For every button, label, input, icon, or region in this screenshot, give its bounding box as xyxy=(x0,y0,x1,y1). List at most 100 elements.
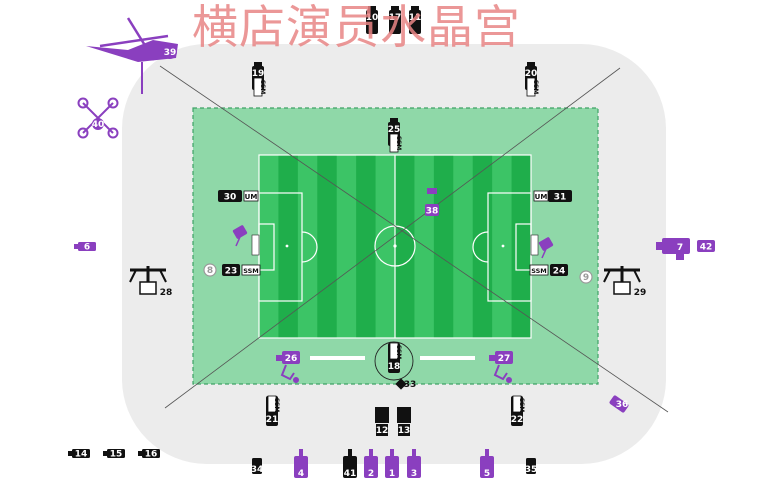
pitch-stripe xyxy=(395,155,415,338)
camera-number-label: 11 xyxy=(409,13,422,23)
camera-number-label: 14 xyxy=(75,450,88,460)
ad-board-right xyxy=(420,356,475,360)
pitch-stripe xyxy=(317,155,338,338)
drone-icon: 40 xyxy=(77,97,119,139)
camera-number-label: 3 xyxy=(411,469,417,479)
camera-icon: 36 xyxy=(609,395,629,413)
camera-icon: 6 xyxy=(74,242,96,253)
camera-number-label: 38 xyxy=(426,207,439,217)
ssm-tag: SSM xyxy=(532,80,539,94)
camera-icon: 31 UM xyxy=(533,190,572,203)
handheld-camera-icon: 2 xyxy=(364,449,378,479)
um-tag: UM xyxy=(245,193,258,201)
pitchside-camera-icon xyxy=(232,225,248,247)
pitch-stripe xyxy=(453,155,474,338)
camera-number-label: 39 xyxy=(164,48,177,58)
camera-number-label: 31 xyxy=(554,193,567,203)
ssm-tag: SSM xyxy=(518,398,525,412)
camera-icon: 30 UM xyxy=(218,190,259,203)
camera-number-label: 7 xyxy=(677,243,683,253)
pitch-stripe xyxy=(511,155,532,338)
handheld-camera-icon: 4 xyxy=(294,449,308,479)
camera-icon: 10 xyxy=(366,6,379,34)
camera-number-label: 15 xyxy=(110,450,123,460)
camera-icon: 11 xyxy=(409,6,422,34)
camera-icon: 8 xyxy=(203,263,217,277)
camera-number-label: 42 xyxy=(700,243,713,253)
ssm-tag: SSM xyxy=(531,267,547,275)
camera-number-label: 40 xyxy=(92,120,105,130)
camera-number-label: 29 xyxy=(634,288,647,298)
pitch-stripe xyxy=(433,155,454,338)
camera-number-label: 28 xyxy=(160,288,173,298)
camera-number-label: 23 xyxy=(225,267,238,277)
camera-icon: 7 xyxy=(656,238,690,260)
camera-icon: 34 xyxy=(251,458,264,475)
camera-number-label: 41 xyxy=(344,469,357,479)
pitch-stripe xyxy=(356,155,377,338)
crane-icon: 29 xyxy=(603,266,647,298)
camera-icon: 9 xyxy=(579,270,593,284)
camera-icon: 15 xyxy=(103,449,125,460)
ad-board-left xyxy=(310,356,365,360)
camera-number-label: 26 xyxy=(285,354,298,364)
camera-number-label: 19 xyxy=(252,69,265,79)
camera-number-label: 27 xyxy=(498,354,511,364)
camera-number-label: 13 xyxy=(398,426,411,436)
ssm-tag: SSM xyxy=(243,267,259,275)
camera-number-label: 34 xyxy=(251,465,264,475)
pitch-stripe xyxy=(259,155,279,338)
tunnel-circle xyxy=(374,341,414,381)
um-tag: UM xyxy=(535,193,548,201)
camera-icon: 33 xyxy=(395,378,416,390)
handheld-camera-icon: 3 xyxy=(407,449,421,479)
handheld-camera-icon: 41 xyxy=(343,449,357,479)
camera-number-label: 2 xyxy=(368,469,374,479)
camera-icon: SSM 22 xyxy=(511,395,525,426)
camera-number-label: 24 xyxy=(553,267,566,277)
camera-number-label: 20 xyxy=(525,69,538,79)
handheld-camera-icon: 5 xyxy=(480,449,494,479)
camera-icon: 17 xyxy=(389,6,401,34)
handheld-camera-icon: 1 xyxy=(385,449,399,479)
pitch-stripe xyxy=(297,155,318,338)
camera-icon: 14 xyxy=(68,449,90,460)
camera-number-label: 30 xyxy=(224,193,237,203)
camera-number-label: 25 xyxy=(388,125,401,135)
steadicam-icon: 27 xyxy=(489,351,513,383)
camera-number-label: 36 xyxy=(616,400,629,410)
camera-number-label: 8 xyxy=(207,266,213,276)
camera-number-label: 33 xyxy=(404,380,417,390)
ssm-tag: SSM xyxy=(273,398,280,412)
helicopter-icon: 39 xyxy=(86,17,178,94)
pitch-stripe xyxy=(472,155,493,338)
ssm-tag: SSM xyxy=(395,345,402,359)
camera-number-label: 10 xyxy=(366,13,379,23)
crane-icon: 28 xyxy=(129,266,173,298)
camera-number-label: 12 xyxy=(376,426,389,436)
pitch xyxy=(251,154,539,339)
camera-icon: 16 xyxy=(138,449,160,460)
camera-icon: 13 xyxy=(397,407,411,436)
camera-number-label: 9 xyxy=(583,273,589,283)
pitchside-camera-icon xyxy=(538,237,554,259)
camera-number-label: 22 xyxy=(511,415,524,425)
spidercam-wires xyxy=(159,65,669,413)
camera-number-label: 4 xyxy=(298,469,304,479)
camera-icon: 12 xyxy=(375,407,389,436)
camera-icon: 35 xyxy=(525,458,537,475)
ssm-tag: SSM xyxy=(259,80,266,94)
pitch-stripe xyxy=(336,155,357,338)
pitch-stripe xyxy=(278,155,299,338)
ssm-tag: SSM xyxy=(395,136,402,150)
pitch-stripe xyxy=(375,155,396,338)
camera-number-label: 16 xyxy=(145,450,158,460)
